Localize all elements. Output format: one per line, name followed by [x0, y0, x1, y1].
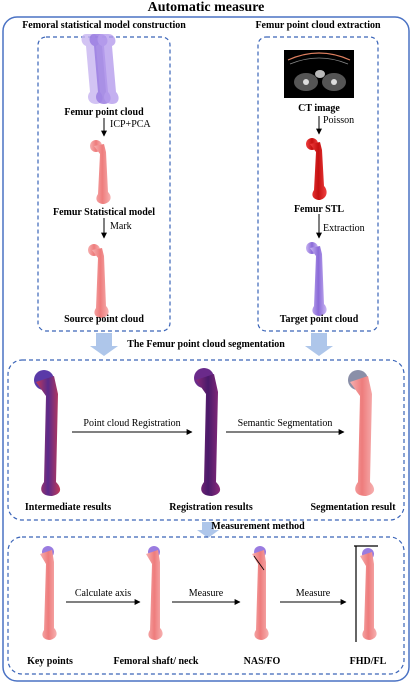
intermediate-femur-icon [34, 370, 61, 496]
section-measurement-heading: Measurement method [211, 521, 305, 532]
registration-femur-icon [194, 368, 221, 496]
extraction-box [257, 36, 379, 332]
label-calculate-axis: Calculate axis [74, 588, 132, 599]
page-title: Automatic measure [147, 0, 265, 15]
nas-fo-femur-icon [252, 546, 269, 640]
ct-image-icon [284, 50, 354, 98]
block-arrow-left [90, 333, 118, 356]
femur-point-cloud-stack [81, 34, 119, 104]
statistical-model-femur-icon [90, 140, 111, 204]
label-semantic-segmentation: Semantic Segmentation [237, 418, 333, 429]
outer-frame [2, 16, 410, 682]
label-point-cloud-registration: Point cloud Registration [83, 418, 181, 429]
label-segmentation-result: Segmentation result [310, 502, 396, 513]
label-source-point-cloud: Source point cloud [64, 314, 144, 325]
label-statistical-model: Femur Statistical model [52, 207, 156, 218]
label-extraction: Extraction [323, 223, 365, 234]
label-mark: Mark [110, 221, 132, 232]
block-arrow-right [305, 333, 333, 356]
segmentation-femur-icon [348, 370, 375, 496]
label-measure-1: Measure [188, 588, 224, 599]
target-point-cloud-femur-icon [306, 242, 327, 316]
shaft-neck-femur-icon [146, 546, 163, 640]
key-points-femur-icon [40, 546, 57, 640]
section-model-heading: Femoral statistical model construction [22, 20, 186, 31]
source-point-cloud-femur-icon [88, 244, 109, 318]
label-intermediate-results: Intermediate results [24, 502, 112, 513]
label-icp-pca: ICP+PCA [110, 119, 151, 130]
section-segmentation-heading: The Femur point cloud segmentation [127, 339, 285, 350]
fhd-fl-femur-icon [354, 545, 378, 642]
block-arrow-mid [197, 522, 219, 538]
label-nas-fo: NAS/FO [243, 656, 281, 667]
segmentation-box [7, 359, 405, 521]
femur-stl-icon [306, 138, 327, 200]
label-fhd-fl: FHD/FL [349, 656, 387, 667]
label-femur-stl: Femur STL [293, 204, 345, 215]
label-ct-image: CT image [298, 103, 340, 114]
label-poisson: Poisson [323, 115, 355, 126]
label-measure-2: Measure [295, 588, 331, 599]
label-femur-point-cloud: Femur point cloud [64, 107, 144, 118]
section-extraction-heading: Femur point cloud extraction [255, 20, 381, 31]
measurement-box [7, 536, 405, 675]
label-femoral-shaft-neck: Femoral shaft/ neck [113, 656, 199, 667]
label-key-points: Key points [27, 656, 73, 667]
label-target-point-cloud: Target point cloud [279, 314, 359, 325]
label-registration-results: Registration results [169, 502, 253, 513]
